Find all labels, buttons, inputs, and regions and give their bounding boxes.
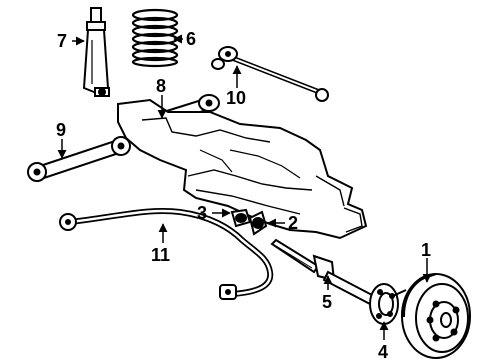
axle-shaft [270,238,376,306]
callout-1: 1 [421,240,431,260]
lower-control-arm [27,136,131,182]
callout-7: 7 [57,31,67,51]
callout-5: 5 [322,292,332,312]
callout-8: 8 [156,76,166,96]
brake-drum [400,273,471,359]
lateral-rod [211,46,329,102]
coil-spring [131,8,179,68]
stabilizer-bar [59,207,274,300]
shock-absorber [82,7,110,97]
callout-4: 4 [378,342,388,360]
callout-2: 2 [288,213,298,233]
wheel-hub [369,283,407,325]
stabilizer-bushing [230,208,252,228]
bushing-bracket [248,210,268,236]
callout-leaders [57,34,432,340]
callout-9: 9 [56,120,66,140]
callout-numbers: 1 2 3 4 5 6 7 8 9 10 11 [56,29,431,360]
callout-6: 6 [186,29,196,49]
callout-10: 10 [226,88,246,108]
callout-3: 3 [197,203,207,223]
callout-11: 11 [151,245,170,265]
